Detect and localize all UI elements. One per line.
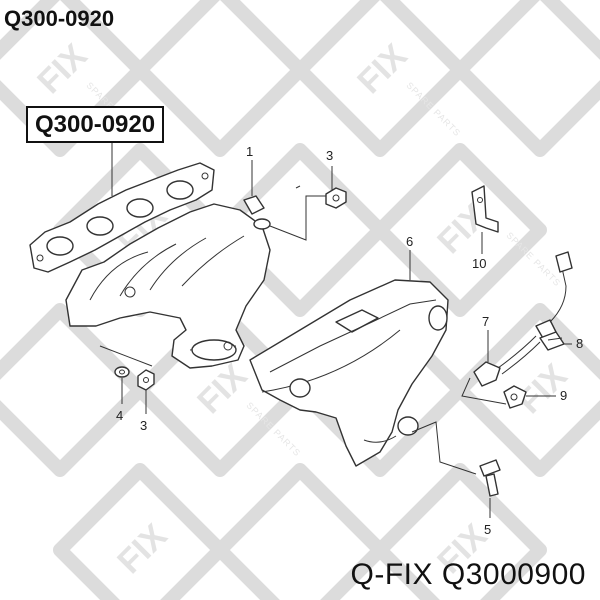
callout-10: 10 — [472, 256, 486, 271]
callout-3-top: 3 — [326, 148, 333, 163]
callout-9: 9 — [560, 388, 567, 403]
callout-7: 7 — [482, 314, 489, 329]
oxygen-sensor-part-7 — [473, 251, 573, 387]
washer-part-4 — [114, 366, 130, 378]
callout-4: 4 — [116, 408, 123, 423]
manifold-gasket — [29, 162, 215, 273]
brand-part-number-footer: Q-FIX Q3000900 — [350, 558, 586, 591]
leader-lines — [99, 136, 572, 518]
heat-shield-part-6 — [249, 279, 449, 467]
callout-5: 5 — [484, 522, 491, 537]
bracket-part-10 — [471, 185, 499, 233]
nut-part-3-bottom — [137, 369, 155, 391]
callout-3-bottom: 3 — [140, 418, 147, 433]
page-title: Q300-0920 — [4, 6, 115, 31]
callout-numbers: 1 3 10 6 7 8 9 4 3 5 — [116, 144, 583, 537]
callout-8: 8 — [576, 336, 583, 351]
exhaust-manifold — [65, 195, 271, 369]
bolt-part-5 — [479, 459, 501, 497]
callout-1: 1 — [246, 144, 253, 159]
watermark-brand: FIX — [350, 37, 414, 101]
watermark-brand: FIX — [110, 517, 174, 581]
callout-6: 6 — [406, 234, 413, 249]
sensor-part-9 — [503, 385, 527, 409]
boxed-part-number-label: Q300-0920 — [26, 106, 165, 143]
watermark-brand: FIX — [30, 37, 94, 101]
nut-part-3-top — [325, 187, 347, 209]
